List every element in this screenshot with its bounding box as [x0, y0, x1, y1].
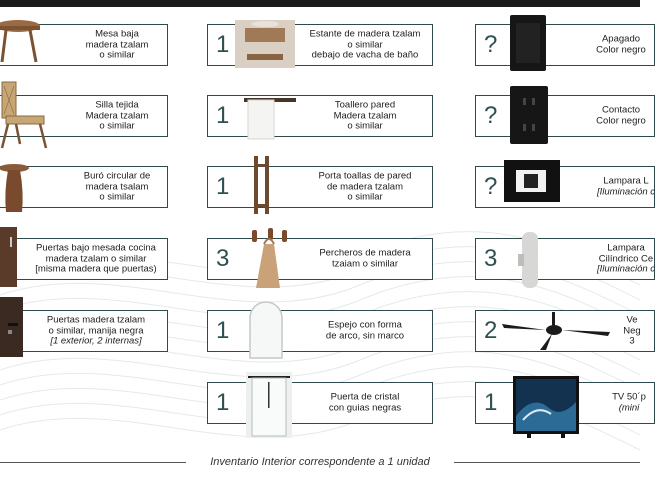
item-line: Toallero pared	[334, 99, 396, 111]
item-quantity: 1	[484, 389, 498, 416]
round-nightstand-icon	[0, 164, 29, 212]
inventory-card-towel-holder: 1 Porta toallas de pared de madera tzala…	[207, 166, 433, 208]
light-switch-icon	[510, 15, 546, 71]
item-line: Lampara L	[603, 175, 649, 187]
ceiling-spot-icon	[504, 160, 560, 202]
item-line: de madera tzalam	[326, 180, 404, 192]
item-quantity: 1	[216, 317, 230, 344]
woven-chair-icon	[0, 81, 48, 149]
item-line: Madera tzalam	[85, 109, 149, 121]
footer-divider-left	[0, 462, 186, 463]
item-line: o similar	[99, 49, 135, 61]
coffee-table-icon	[0, 20, 40, 63]
item-line: Puertas madera tzalam	[46, 314, 146, 326]
item-line: [Iluminación c	[596, 186, 656, 197]
item-line: madera tzalam o similar	[45, 252, 147, 264]
inventory-card-round-nightstand: Buró circular de madera tsalam o similar	[0, 166, 168, 208]
item-line: Puertas bajo mesada cocina	[36, 242, 156, 254]
inventory-card-cylinder-lamp: 3 Lampara Cilíndrico Ce [Iluminación c	[475, 238, 655, 280]
item-quantity: 1	[216, 31, 230, 58]
item-line: [misma madera que puertas)	[35, 263, 157, 275]
item-line: TV 50´p	[612, 391, 646, 403]
vanity-shelf-icon	[235, 20, 295, 68]
wood-door-icon	[0, 297, 23, 357]
item-line: Estante de madera tzalam	[309, 28, 421, 40]
item-line: Lampara	[607, 242, 645, 254]
item-line: o similar	[347, 191, 383, 203]
item-line: Silla tejida	[95, 99, 139, 111]
item-line: Madera tzalam	[333, 109, 397, 121]
arch-mirror-icon	[249, 301, 283, 359]
item-line: Buró circular de	[83, 170, 151, 182]
item-line: tzaiam o similar	[332, 258, 398, 269]
item-line: o similar, manija negra	[48, 324, 144, 336]
inventory-card-ceiling-fan: 2 Ve Neg 3	[475, 310, 655, 352]
towel-holder-icon	[254, 156, 269, 214]
item-line: Contacto	[601, 104, 641, 116]
inventory-card-outlet: ? Contacto Color negro	[475, 95, 655, 137]
item-line: Ve	[626, 314, 638, 326]
inventory-card-light-switch: ? Apagado Color negro	[475, 24, 655, 66]
item-line: [1 exterior, 2 internas]	[50, 335, 142, 347]
glass-door-icon	[246, 372, 292, 438]
item-line: Apagado	[601, 33, 641, 45]
item-line: Color negro	[596, 115, 646, 126]
item-line: Espejo con forma	[328, 319, 402, 331]
item-line: (mini	[618, 402, 640, 413]
item-line: Mesa baja	[95, 28, 139, 40]
inventory-card-glass-door: 1 Puerta de cristal con guias negras	[207, 382, 433, 424]
wall-hooks-icon	[252, 228, 287, 288]
inventory-card-wall-hooks: 3 Percheros de madera tzaiam o similar	[207, 238, 433, 280]
inventory-card-wood-doors: Puertas madera tzalam o similar, manija …	[0, 310, 168, 352]
item-quantity: ?	[484, 31, 498, 58]
item-line: madera tzalam	[85, 38, 149, 50]
item-quantity: 1	[216, 389, 230, 416]
footer-caption: Inventario Interior correspondente a 1 u…	[210, 456, 430, 468]
item-line: Percheros de madera	[319, 247, 411, 259]
cylinder-lamp-icon	[518, 232, 538, 288]
tv-icon	[513, 376, 579, 438]
item-line: Cilíndrico Ce	[598, 252, 654, 264]
item-line: o similar	[99, 120, 135, 132]
item-line: madera tsalam	[85, 180, 149, 192]
item-line: 3	[629, 335, 635, 347]
item-line: Puerta de cristal	[330, 391, 400, 403]
item-line: [Iluminación c	[596, 263, 656, 275]
item-line: o similar	[347, 38, 383, 50]
item-quantity: ?	[484, 102, 498, 129]
item-quantity: 3	[484, 245, 498, 272]
top-bar	[0, 0, 640, 7]
item-quantity: ?	[484, 173, 498, 200]
item-line: con guias negras	[328, 402, 402, 413]
item-line: o similar	[99, 191, 135, 203]
item-line: de arco, sin marco	[325, 330, 405, 341]
towel-rack-icon	[244, 98, 296, 140]
cabinet-door-icon	[0, 227, 17, 287]
item-quantity: 1	[216, 102, 230, 129]
outlet-icon	[510, 86, 548, 144]
footer-divider-right	[454, 462, 640, 463]
item-line: Color negro	[596, 44, 646, 55]
inventory-card-cabinet-doors: Puertas bajo mesada cocina madera tzalam…	[0, 238, 168, 280]
item-line: o similar	[347, 120, 383, 132]
item-line: debajo de vacha de baño	[311, 49, 419, 61]
item-quantity: 2	[484, 317, 498, 344]
ceiling-fan-icon	[502, 312, 610, 350]
item-line: Porta toallas de pared	[318, 170, 412, 182]
inventory-card-arch-mirror: 1 Espejo con forma de arco, sin marco	[207, 310, 433, 352]
item-quantity: 3	[216, 245, 230, 272]
inventory-card-ceiling-spot: ? Lampara L [Iluminación c	[475, 166, 655, 208]
item-line: Neg	[623, 324, 641, 336]
inventory-card-woven-chair: Silla tejida Madera tzalam o similar	[0, 95, 168, 137]
inventory-card-towel-rack: 1 Toallero pared Madera tzalam o similar	[207, 95, 433, 137]
item-quantity: 1	[216, 173, 230, 200]
